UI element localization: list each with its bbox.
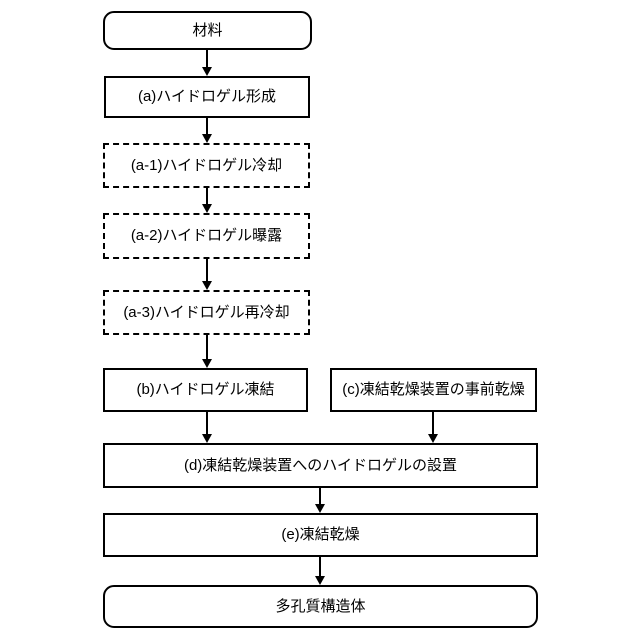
arrow-c-to-d — [428, 412, 438, 443]
node-step-a3-hydrogel-recooling: (a-3)ハイドロゲル再冷却 — [103, 290, 310, 335]
arrow-a-to-a1 — [202, 118, 212, 143]
node-step-a-hydrogel-formation: (a)ハイドロゲル形成 — [104, 76, 310, 118]
node-step-a1-label: (a-1)ハイドロゲル冷却 — [130, 156, 283, 174]
node-step-d-label: (d)凍結乾燥装置へのハイドロゲルの設置 — [183, 456, 458, 474]
arrow-a1-to-a2 — [202, 188, 212, 213]
node-step-a-label: (a)ハイドロゲル形成 — [137, 88, 277, 105]
node-step-a3-label: (a-3)ハイドロゲル再冷却 — [123, 303, 290, 321]
node-material-label: 材料 — [192, 21, 223, 39]
node-step-b-label: (b)ハイドロゲル凍結 — [136, 381, 275, 398]
node-step-a1-hydrogel-cooling: (a-1)ハイドロゲル冷却 — [103, 143, 310, 188]
arrow-a2-to-a3 — [202, 259, 212, 290]
arrow-e-to-product — [315, 557, 325, 585]
node-step-b-hydrogel-freezing: (b)ハイドロゲル凍結 — [103, 368, 308, 412]
node-step-a2-hydrogel-exposure: (a-2)ハイドロゲル曝露 — [103, 213, 310, 259]
node-product-label: 多孔質構造体 — [275, 597, 366, 615]
node-step-d-place-hydrogel-in-freeze-dryer: (d)凍結乾燥装置へのハイドロゲルの設置 — [103, 443, 538, 488]
node-step-e-label: (e)凍結乾燥 — [281, 526, 360, 543]
node-material: 材料 — [103, 11, 312, 50]
node-step-c-predrying-freeze-dryer: (c)凍結乾燥装置の事前乾燥 — [330, 368, 537, 412]
arrow-material-to-a — [202, 50, 212, 76]
node-step-c-label: (c)凍結乾燥装置の事前乾燥 — [342, 381, 525, 398]
node-product-porous-structure: 多孔質構造体 — [103, 585, 538, 628]
node-step-a2-label: (a-2)ハイドロゲル曝露 — [130, 227, 283, 244]
arrow-d-to-e — [315, 488, 325, 513]
node-step-e-freeze-drying: (e)凍結乾燥 — [103, 513, 538, 557]
arrow-a3-to-b — [202, 335, 212, 368]
arrow-b-to-d — [202, 412, 212, 443]
